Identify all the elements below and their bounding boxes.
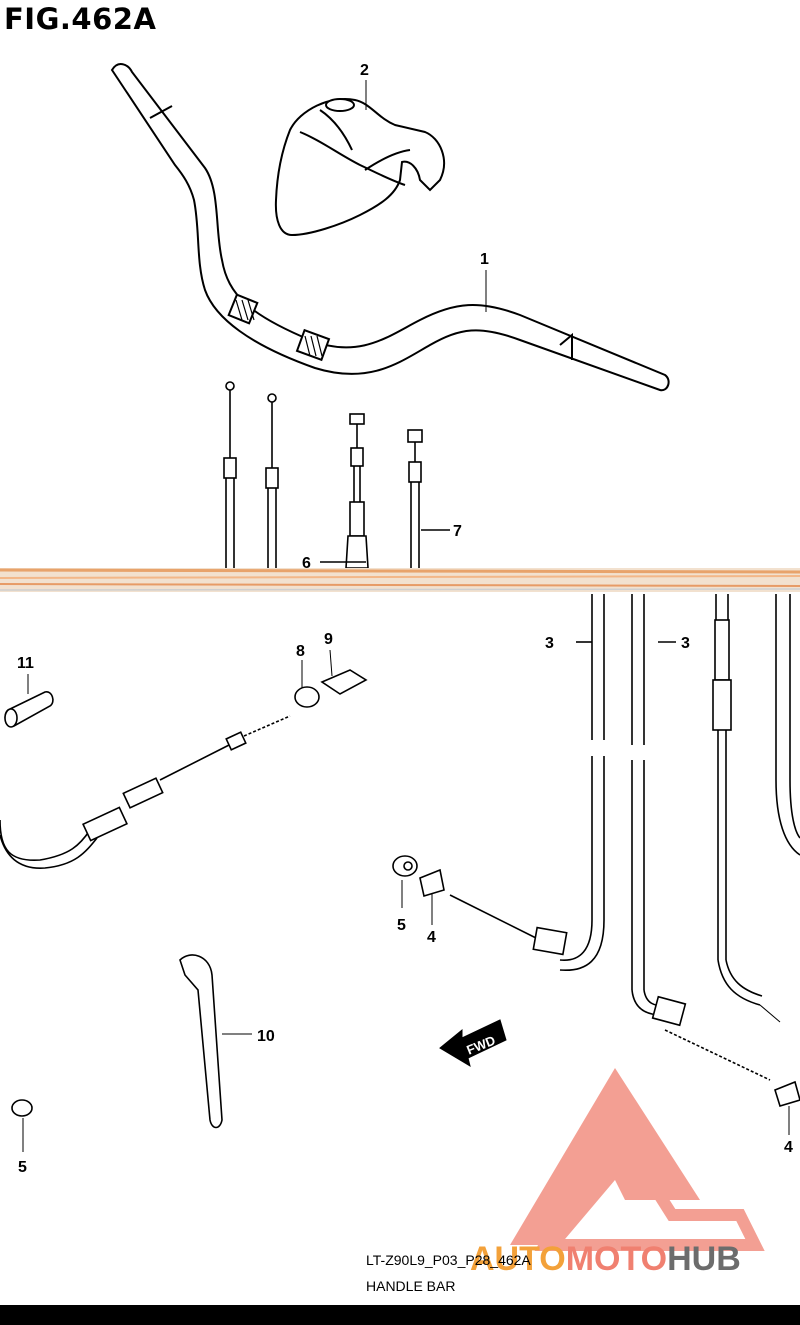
brake-cable (0, 715, 291, 869)
handlebar-cover-part (274, 98, 445, 237)
callout-4a: 4 (427, 929, 436, 946)
watermark-hub: HUB (667, 1240, 741, 1278)
callout-5a: 5 (397, 917, 406, 934)
callout-5b: 5 (18, 1159, 27, 1176)
callout-9: 9 (324, 631, 333, 648)
watermark-brand: AUTOMOTOHUB (470, 1240, 741, 1279)
callout-8: 8 (296, 643, 305, 660)
throttle-cables (449, 594, 800, 1081)
bottom-bar (0, 1305, 800, 1325)
spacer-part-4a (419, 868, 445, 898)
callout-numbers: 1 2 3 3 4 4 5 5 6 7 8 9 10 11 (17, 62, 793, 1176)
nut-part-5b (11, 1099, 33, 1117)
callout-3a: 3 (545, 635, 554, 652)
upper-cables (223, 381, 450, 569)
callout-4b: 4 (784, 1139, 793, 1156)
callout-10: 10 (257, 1028, 275, 1045)
cable-tie-part-10 (179, 954, 223, 1129)
callout-11: 11 (17, 655, 34, 672)
fwd-arrow-icon: FWD (439, 1019, 507, 1068)
figure-code: LT-Z90L9_P03_P28_462A (366, 1252, 531, 1268)
cable-end-part-8 (294, 686, 320, 708)
small-parts (4, 669, 800, 1129)
callout-7: 7 (453, 523, 462, 540)
handle-bar-part (110, 63, 670, 392)
watermark-auto: AUTO (470, 1240, 566, 1278)
cable-holder-part-9 (320, 669, 368, 695)
figure-name: HANDLE BAR (366, 1278, 456, 1294)
callout-3b: 3 (681, 635, 690, 652)
automotohub-logo-icon (510, 1068, 765, 1251)
leader-lines (22, 80, 790, 1152)
callout-6: 6 (302, 555, 311, 572)
callout-2: 2 (360, 62, 369, 79)
watermark-moto: MOTO (565, 1240, 668, 1278)
callout-1: 1 (480, 251, 489, 268)
figure-title: FIG.462A (4, 2, 157, 36)
torn-paper-band (0, 568, 800, 592)
spacer-part-4b (774, 1080, 800, 1107)
